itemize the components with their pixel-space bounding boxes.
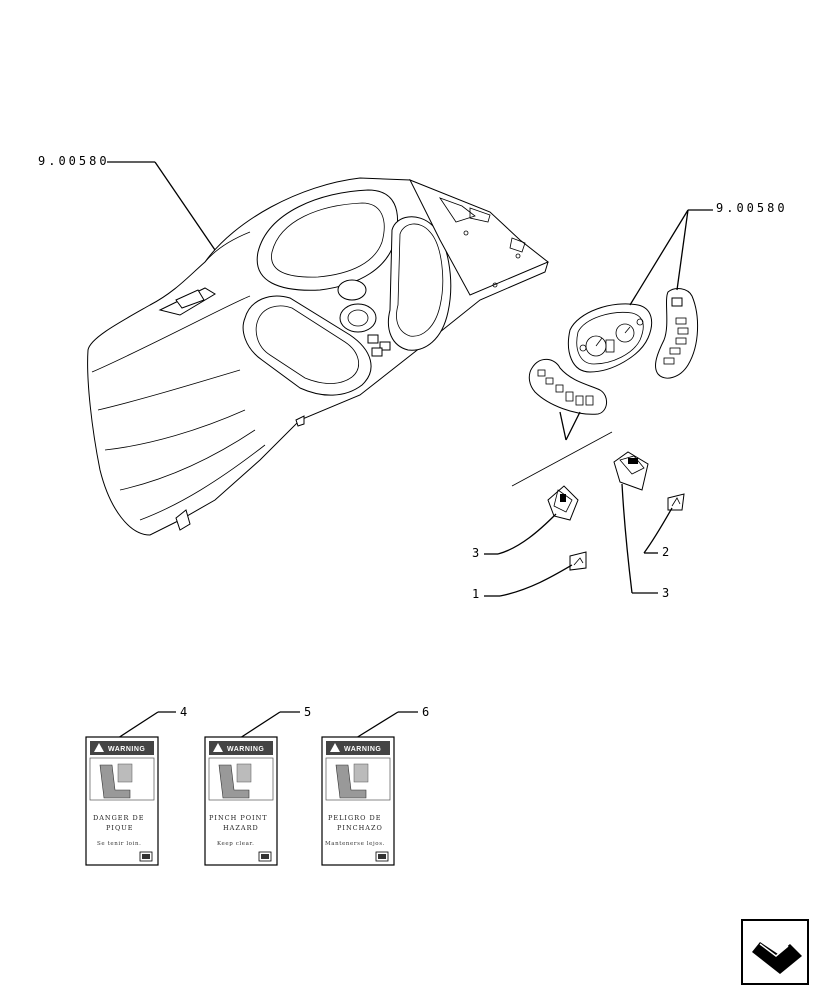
label-4-header: WARNING <box>108 746 145 753</box>
item-6-label: 6 <box>422 705 432 719</box>
label-6-header: WARNING <box>344 746 381 753</box>
item-4-label: 4 <box>180 705 190 719</box>
rocker-switch-right <box>613 451 649 491</box>
label-6-line2: PINCHAZO <box>337 824 383 832</box>
decal-item-1 <box>569 551 587 571</box>
ref-instrument-label: 9.00580 <box>716 201 788 215</box>
label-4-line2: PIQUE <box>106 824 134 832</box>
callout-item-2: 2 <box>643 507 673 559</box>
label-5-line2: HAZARD <box>223 824 259 832</box>
right-switch-panel <box>655 288 699 379</box>
keypad-pointer <box>511 411 613 487</box>
label-6-line1: PELIGRO DE <box>328 814 381 822</box>
warning-label-4: 4 WARNING DANGER DE PIQUE Se tenir loin. <box>85 705 190 866</box>
callout-item-3b: 3 <box>621 483 672 600</box>
dashboard-console <box>87 177 549 536</box>
item-3b-label: 3 <box>662 586 672 600</box>
warning-label-6: 6 WARNING PELIGRO DE PINCHAZO Mantenerse… <box>321 705 432 866</box>
next-page-arrow-icon[interactable] <box>741 919 809 985</box>
label-5-note: Keep clear. <box>217 841 255 847</box>
callout-ref-instrument: 9.00580 <box>629 201 788 306</box>
item-3a-label: 3 <box>472 546 482 560</box>
callout-item-3a: 3 <box>472 513 557 560</box>
ref-dashboard-label: 9.00580 <box>38 154 110 168</box>
label-4-line1: DANGER DE <box>93 814 144 822</box>
item-5-label: 5 <box>304 705 314 719</box>
item-1-label: 1 <box>472 587 482 601</box>
item-2-label: 2 <box>662 545 672 559</box>
warning-label-5: 5 WARNING PINCH POINT HAZARD Keep clear. <box>204 705 314 866</box>
callout-item-1: 1 <box>472 564 573 601</box>
label-5-line1: PINCH POINT <box>209 814 268 822</box>
decal-item-2 <box>667 493 685 511</box>
instrument-cluster <box>567 303 653 373</box>
left-switch-panel <box>528 358 607 415</box>
label-4-note: Se tenir loin. <box>97 841 141 847</box>
rocker-switch-left <box>547 485 579 521</box>
callout-ref-dashboard: 9.00580 <box>38 154 216 251</box>
label-6-note: Mantenerse lejos. <box>325 841 385 847</box>
label-5-header: WARNING <box>227 746 264 753</box>
